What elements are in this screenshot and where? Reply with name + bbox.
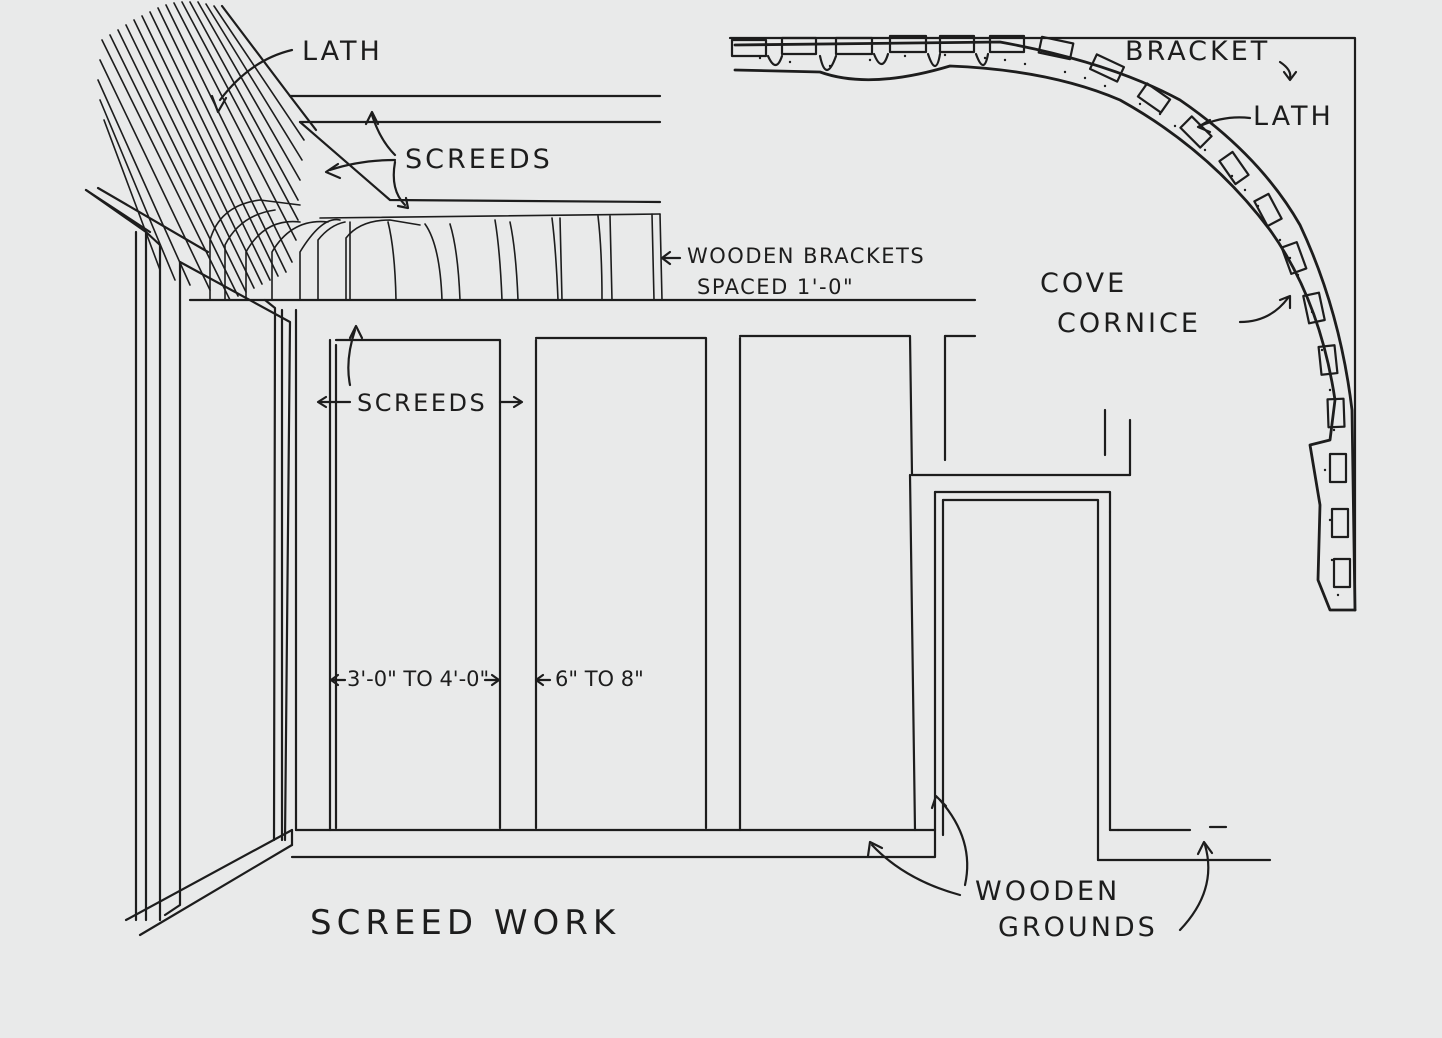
wooden-grounds [290,825,1272,862]
leader-lines [210,48,1298,932]
label-lath-cornice: LATH [1253,101,1334,132]
label-wooden-brackets: WOODEN BRACKETS [687,244,926,268]
cornice-lath-blocks [730,34,1352,589]
ceiling-lath-hatching [97,1,305,301]
left-wall [84,188,298,937]
label-spaced: SPACED 1'-0" [697,275,855,299]
label-bracket: BRACKET [1125,36,1271,67]
label-panel-width: 3'-0" TO 4'-0" [347,667,490,691]
label-cove: COVE [1040,268,1128,299]
plaster-stipple [758,53,1340,597]
label-grounds: GROUNDS [998,912,1158,943]
figure-title: SCREED WORK [310,903,621,943]
cove-cornice [728,34,1357,612]
plaster-keys [766,52,990,72]
label-screeds-wall: SCREEDS [357,389,488,417]
label-cornice: CORNICE [1057,308,1201,339]
wall-screeds [328,334,1132,832]
label-lath-ceiling: LATH [302,36,383,67]
label-screeds-ceiling: SCREEDS [405,144,553,175]
label-wooden: WOODEN [975,876,1121,907]
door-frame [933,490,1192,862]
wooden-brackets-row [209,199,663,301]
label-screed-width: 6" TO 8" [555,667,644,691]
